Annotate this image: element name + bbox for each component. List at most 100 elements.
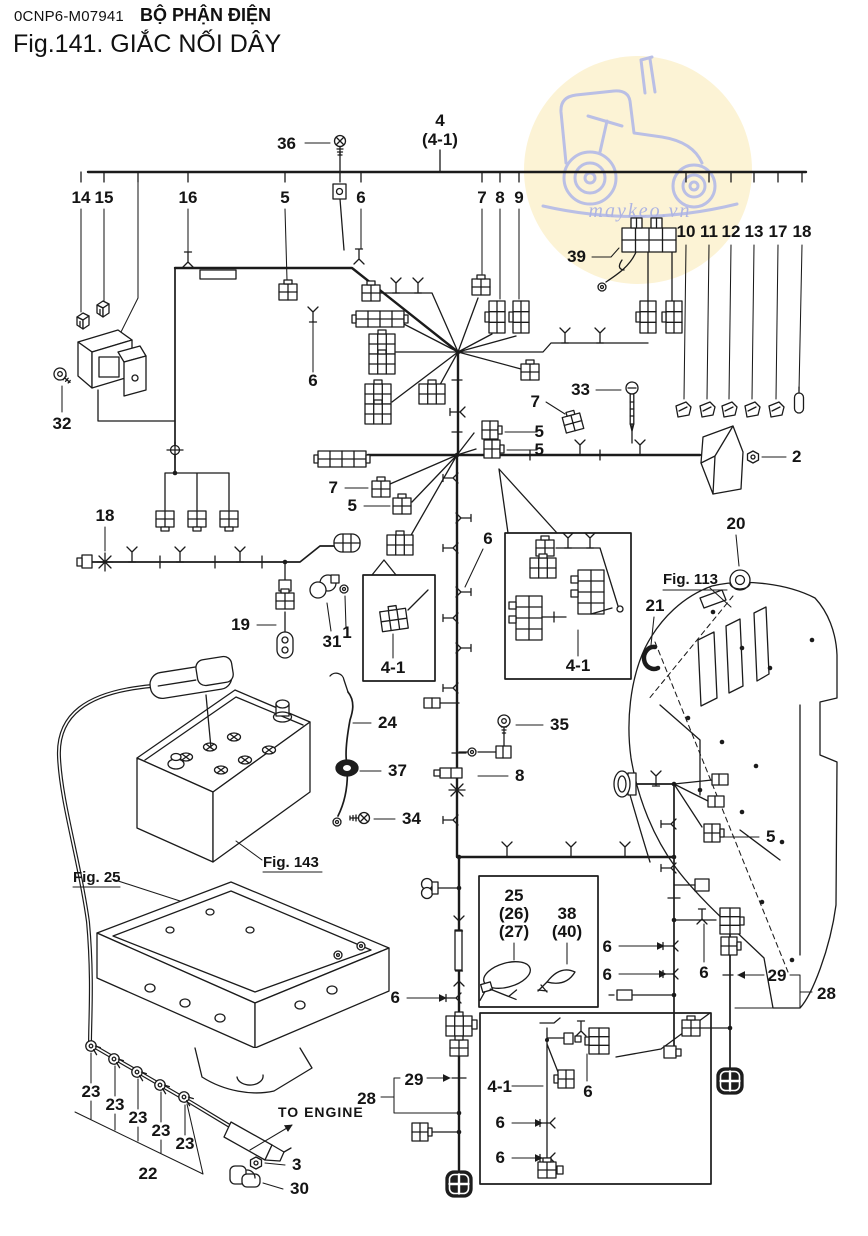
battery-caps <box>178 732 277 775</box>
callout-16: 16 <box>179 188 198 207</box>
callout-27: (27) <box>499 922 529 941</box>
callout-14: 14 <box>72 188 91 207</box>
bolt-32 <box>50 364 75 388</box>
watermark-text: maykeo.vn <box>589 200 692 222</box>
grommet-20 <box>729 569 751 591</box>
callout-25: 25 <box>505 886 524 905</box>
callout-21: 21 <box>646 596 665 615</box>
part-code: 0CNP6-M07941 <box>14 8 124 25</box>
fuse-15 <box>96 300 110 318</box>
callout-19: 19 <box>231 615 250 634</box>
watermark-logo: maykeo.vn <box>524 55 752 284</box>
callout-5: 5 <box>766 827 775 846</box>
inset-box-ties <box>478 875 599 1008</box>
cable-tie-38 <box>537 969 576 993</box>
callout-33: 33 <box>571 380 590 399</box>
harness-clamps <box>96 248 734 1135</box>
connectors <box>50 134 805 1199</box>
callout-35: 35 <box>550 715 569 734</box>
callout-23: 23 <box>129 1108 148 1127</box>
callout-23: 23 <box>152 1121 171 1140</box>
callout-30: 30 <box>290 1179 309 1198</box>
callout-5: 5 <box>348 496 357 515</box>
battery-cable <box>56 684 235 1130</box>
battery-post-negative <box>167 752 185 770</box>
inset-contents <box>378 532 624 1179</box>
terminal-cover <box>149 655 234 700</box>
callout-39: 39 <box>567 247 586 266</box>
callout-38: 38 <box>558 904 577 923</box>
callout-4: 4 <box>435 111 445 130</box>
callout-7: 7 <box>531 392 540 411</box>
callout-31: 31 <box>323 632 342 651</box>
callout-18: 18 <box>96 506 115 525</box>
battery-fig143 <box>136 655 311 863</box>
callout-4-1: 4-1 <box>487 1077 512 1096</box>
callout-20: 20 <box>727 514 746 533</box>
bolt-35 <box>497 714 511 735</box>
leader-lines <box>61 142 813 1190</box>
connector-5-left <box>392 493 412 515</box>
callout-15: 15 <box>95 188 114 207</box>
nut-2 <box>746 450 760 464</box>
screw-34 <box>349 811 371 825</box>
callout-23: 23 <box>176 1134 195 1153</box>
inset-box-4-1-c <box>479 1012 712 1185</box>
elbow-31 <box>309 574 340 599</box>
callout-28: 28 <box>817 984 836 1003</box>
callout-5: 5 <box>535 440 544 459</box>
callout-6: 6 <box>356 188 365 207</box>
connector-19 <box>275 588 295 610</box>
callout-6: 6 <box>496 1148 505 1167</box>
callout-12: 12 <box>722 222 741 241</box>
callout-10: 10 <box>677 222 696 241</box>
callout-4-1: 4-1 <box>566 656 591 675</box>
callout-28: 28 <box>357 1089 376 1108</box>
callout-11: 11 <box>700 222 718 241</box>
callout-7: 7 <box>329 478 338 497</box>
callout-6: 6 <box>699 963 708 982</box>
callout-3: 3 <box>292 1155 301 1174</box>
figref-Fig113: Fig. 113 <box>663 571 718 588</box>
callout-5: 5 <box>280 188 289 207</box>
callout-2: 2 <box>792 447 801 466</box>
callout-13: 13 <box>745 222 764 241</box>
terminal-18 <box>793 386 805 414</box>
callout-36: 36 <box>277 134 296 153</box>
callout-4-1: (4-1) <box>422 130 458 149</box>
callout-7: 7 <box>477 188 486 207</box>
connector-strip <box>313 450 371 468</box>
callout-1: 1 <box>342 623 351 642</box>
section-title: BỘ PHẬN ĐIỆN <box>140 5 272 25</box>
callout-23: 23 <box>106 1095 125 1114</box>
callout-8: 8 <box>515 766 524 785</box>
cable-tie-25 <box>471 956 538 1010</box>
connector-7-top <box>471 274 491 296</box>
figref-Fig143: Fig. 143 <box>263 854 319 871</box>
inset-box-4-1-a <box>362 574 436 682</box>
connector-7-left <box>371 476 391 498</box>
ring-1 <box>339 584 349 594</box>
callout-4-1: 4-1 <box>381 658 406 677</box>
connector-fuse-b <box>661 300 683 334</box>
callout-6: 6 <box>583 1082 592 1101</box>
callout-6: 6 <box>483 529 492 548</box>
callout-29: 29 <box>405 1070 424 1089</box>
callout-26: (26) <box>499 904 529 923</box>
callout-17: 17 <box>769 222 788 241</box>
callout-6: 6 <box>603 937 612 956</box>
oval-connector <box>613 770 631 798</box>
callout-34: 34 <box>402 809 421 828</box>
callout-6: 6 <box>603 965 612 984</box>
callout-8: 8 <box>495 188 504 207</box>
plug-theta <box>420 877 439 900</box>
figref-Fig25: Fig. 25 <box>73 869 121 886</box>
callout-40: (40) <box>552 922 582 941</box>
callout-9: 9 <box>514 188 523 207</box>
callout-32: 32 <box>53 414 72 433</box>
clamp-21 <box>641 644 661 672</box>
callout-6: 6 <box>496 1113 505 1132</box>
connector-7-mid <box>560 408 585 434</box>
callout-29: 29 <box>768 966 787 985</box>
